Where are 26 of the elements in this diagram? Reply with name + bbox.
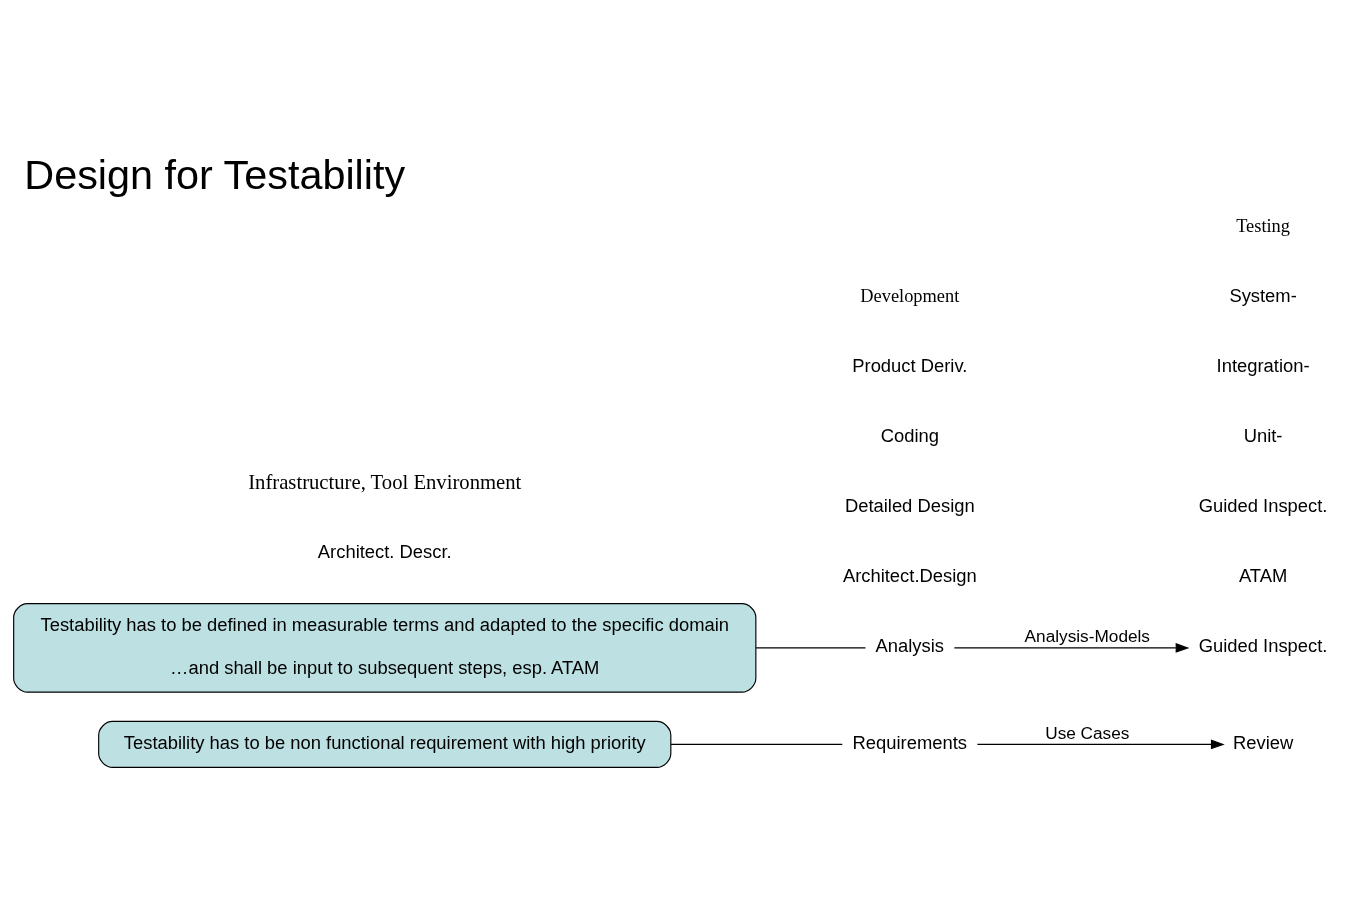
- edge-label: Use Cases: [1045, 722, 1130, 743]
- edge-label: Analysis-Models: [1024, 626, 1150, 647]
- label: Development: [860, 285, 960, 306]
- node-text: Guided Inspect.: [1198, 495, 1328, 517]
- label: Architect. Descr.: [317, 541, 452, 563]
- node-text: Review: [1232, 731, 1294, 753]
- node-text: System-: [1229, 284, 1297, 306]
- node-box: Testability has to be non functional requirement with high priority: [98, 720, 672, 768]
- connector: [755, 647, 867, 649]
- connector: [670, 743, 843, 745]
- node-text: Coding: [880, 425, 939, 447]
- label: Testing: [1236, 215, 1291, 236]
- diagram-title: Design for Testability: [24, 152, 406, 199]
- node-text: Guided Inspect.: [1198, 635, 1328, 657]
- arrow: [953, 643, 1190, 653]
- node-text: Integration-: [1216, 354, 1310, 376]
- node-text: Product Deriv.: [852, 354, 968, 376]
- node-text: Unit-: [1243, 425, 1283, 447]
- node-text: Analysis: [875, 635, 945, 657]
- arrow: [976, 739, 1225, 750]
- node-text: Architect.Design: [842, 565, 977, 587]
- node-text: Requirements: [852, 731, 967, 753]
- node-text: Detailed Design: [844, 495, 975, 517]
- label: Infrastructure, Tool Environment: [248, 470, 522, 493]
- node-text: ATAM: [1238, 565, 1288, 587]
- node-box: Testability has to be defined in measurable terms and adapted to the specific domain …and shall be input to subsequent steps, esp. ATAM: [13, 603, 757, 693]
